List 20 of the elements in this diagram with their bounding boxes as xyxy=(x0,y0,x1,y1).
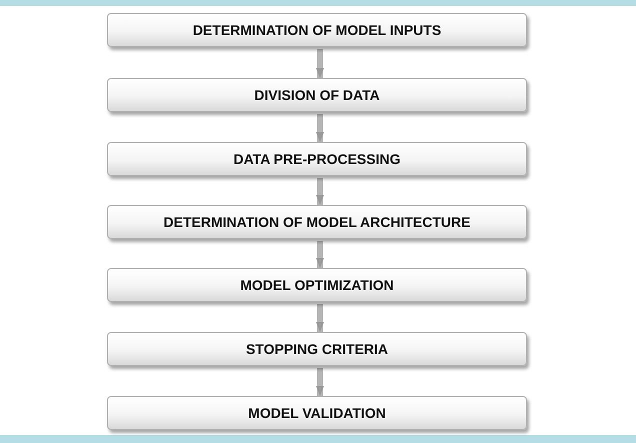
step-label: DETERMINATION OF MODEL INPUTS xyxy=(192,22,442,38)
step-label: DIVISION OF DATA xyxy=(254,87,380,103)
process-box xyxy=(107,78,527,112)
step-label: STOPPING CRITERIA xyxy=(246,341,388,357)
step-label: MODEL VALIDATION xyxy=(248,405,386,421)
block-arrow xyxy=(316,241,324,268)
block-arrow xyxy=(316,49,324,78)
process-box xyxy=(107,268,527,302)
step-label: DATA PRE-PROCESSING xyxy=(234,151,400,167)
process-box xyxy=(107,396,527,430)
step-label: MODEL OPTIMIZATION xyxy=(240,277,394,293)
block-arrow xyxy=(316,114,324,142)
block-arrow xyxy=(316,178,324,205)
step-label: DETERMINATION OF MODEL ARCHITECTURE xyxy=(164,214,470,230)
process-box xyxy=(107,142,527,176)
process-box xyxy=(107,13,527,47)
process-box xyxy=(107,205,527,239)
process-box xyxy=(107,332,527,366)
block-arrow xyxy=(316,304,324,332)
block-arrow xyxy=(316,368,324,396)
